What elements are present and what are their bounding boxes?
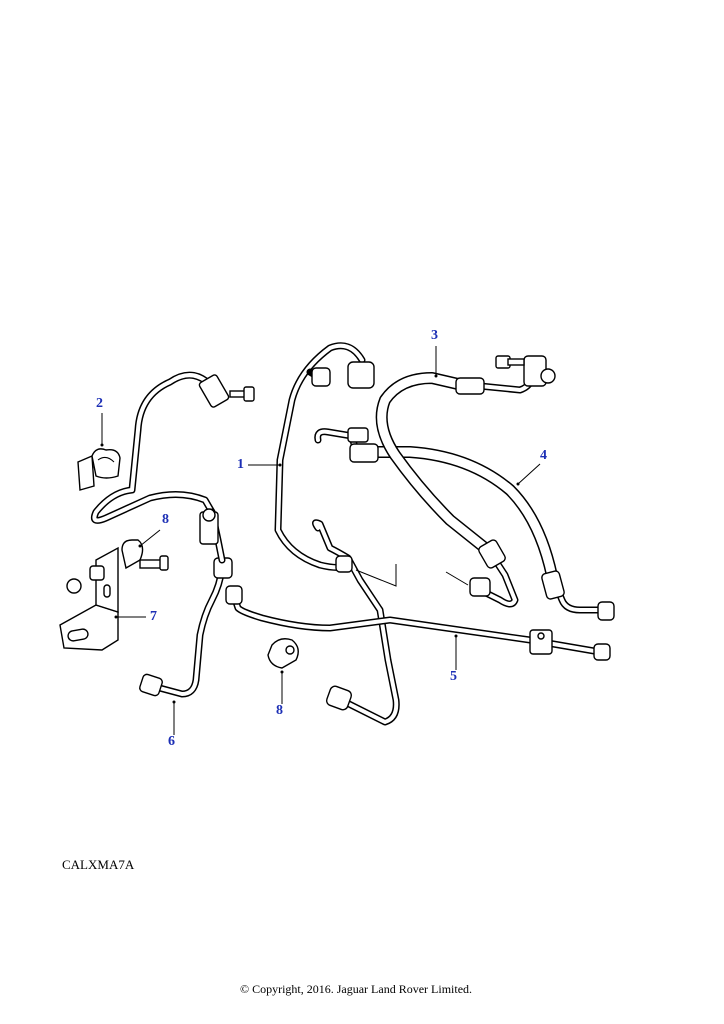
pipe-1 [274,342,400,726]
callout-2: 2 [96,396,103,411]
callout-8-lower: 8 [276,703,283,718]
callout-1: 1 [237,457,244,472]
callout-3: 3 [431,328,438,343]
callout-7: 7 [150,609,157,624]
callout-5: 5 [450,669,457,684]
leader-line-right [445,571,469,586]
bracket-7 [59,546,119,651]
hose-4 [314,427,615,621]
pipe-upper-left-loop [90,371,230,564]
callout-leaders [100,346,541,735]
illustration-reference: CALXMA7A [62,857,135,872]
hose-3 [375,355,556,608]
callout-8-upper: 8 [162,512,169,527]
clip-8-upper [121,539,169,571]
copyright-notice: © Copyright, 2016. Jaguar Land Rover Lim… [239,982,473,996]
clip-2 [77,448,121,491]
leader-line-center [355,564,397,587]
bolt-upper [229,386,255,402]
pipe-5 [225,585,611,661]
clip-8-lower [267,638,299,669]
callout-4: 4 [540,448,547,463]
pipe-6 [139,557,233,698]
callout-6: 6 [168,734,175,749]
